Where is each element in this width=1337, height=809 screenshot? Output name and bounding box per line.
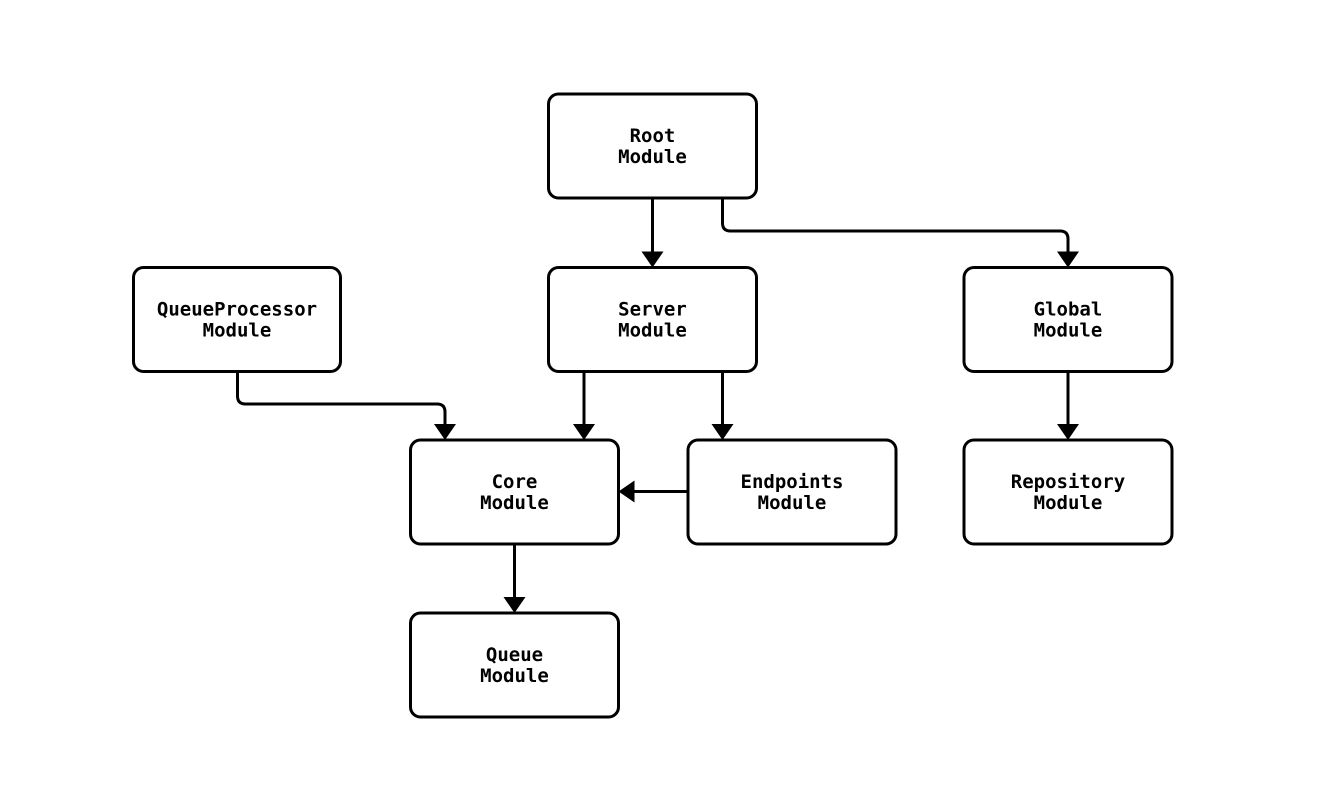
node-label-line1: Queue <box>486 644 543 666</box>
edge-root-global <box>721 198 1070 253</box>
arrowhead-root-server <box>641 251 664 268</box>
node-label-line1: Global <box>1034 299 1103 321</box>
node-queueprocessor-module: QueueProcessor Module <box>132 266 342 373</box>
edge-layer <box>236 198 1079 613</box>
node-box <box>962 266 1174 373</box>
node-queue-module: Queue Module <box>409 611 620 719</box>
arrowhead-server-core <box>573 424 595 440</box>
arrowhead-server-endpoints <box>711 424 734 440</box>
node-box <box>547 266 758 373</box>
node-label-line2: Module <box>1034 492 1103 514</box>
node-endpoints-module: Endpoints Module <box>686 438 898 546</box>
node-root-module: Root Module <box>547 92 758 200</box>
node-label-line2: Module <box>480 665 549 687</box>
arrowhead-endpoints-core <box>618 480 635 503</box>
node-box <box>132 266 342 373</box>
node-core-module: Core Module <box>409 438 620 546</box>
arrowhead-core-queue <box>503 597 526 613</box>
node-label-line2: Module <box>618 146 687 168</box>
node-label-line1: Root <box>630 125 676 147</box>
node-label-line2: Module <box>480 492 549 514</box>
node-box <box>409 611 620 719</box>
arrowhead-global-repository <box>1057 424 1079 440</box>
node-box <box>547 92 758 200</box>
node-server-module: Server Module <box>547 266 758 373</box>
arrowhead-root-global <box>1057 251 1079 268</box>
node-label-line2: Module <box>618 320 687 342</box>
node-label-line2: Module <box>758 492 827 514</box>
node-label-line2: Module <box>203 320 272 342</box>
node-label-line1: Core <box>492 471 538 493</box>
node-label-line1: Endpoints <box>741 471 844 493</box>
node-box <box>409 438 620 546</box>
node-global-module: Global Module <box>962 266 1174 373</box>
node-label-line2: Module <box>1034 320 1103 342</box>
node-layer: Root Module QueueProcessor Module Server… <box>132 92 1174 719</box>
arrowhead-queueprocessor-core <box>434 424 456 440</box>
edge-queueprocessor-core <box>236 372 447 425</box>
node-label-line1: QueueProcessor <box>157 299 317 321</box>
node-repository-module: Repository Module <box>962 438 1174 546</box>
node-box <box>962 438 1174 546</box>
node-label-line1: Repository <box>1011 471 1125 493</box>
node-label-line1: Server <box>618 299 687 321</box>
node-box <box>686 438 898 546</box>
